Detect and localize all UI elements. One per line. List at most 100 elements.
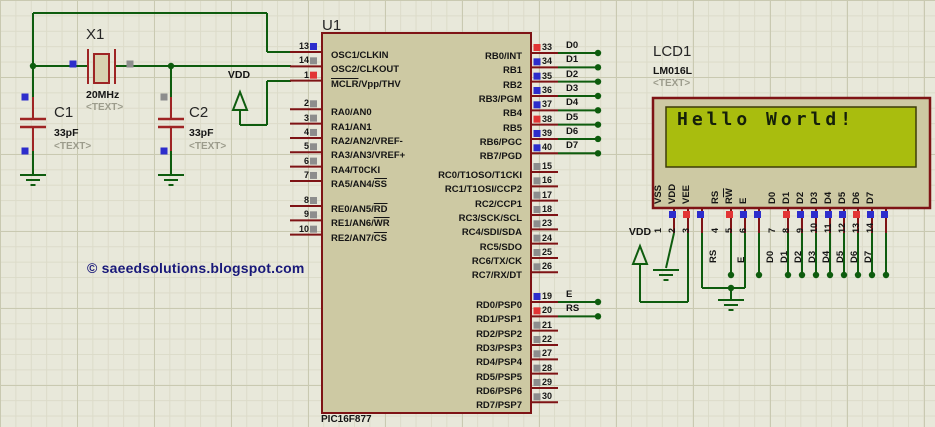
pin-label: D2 [795, 191, 806, 204]
net-label: D5 [566, 111, 579, 123]
mcu-body[interactable] [321, 32, 532, 414]
pin-number: 17 [542, 189, 553, 200]
crystal-value: 20MHz [86, 89, 120, 101]
pin-marker-square [310, 143, 317, 151]
pin-label: RB5 [502, 122, 522, 134]
pin-label: RB4 [502, 108, 522, 120]
pin-label: RS [710, 190, 721, 204]
vdd-arrow-icon[interactable] [631, 243, 649, 265]
junction-dot [840, 271, 848, 279]
pin-number: 16 [542, 175, 553, 186]
pin-number: 25 [542, 246, 553, 257]
pin-number: 30 [542, 391, 553, 402]
pin-label: D4 [823, 191, 834, 204]
pin-label: RC3/SCK/SCL [458, 212, 522, 224]
pin-marker-square [310, 43, 317, 50]
pin-number: 24 [542, 232, 553, 243]
pin-number: 12 [837, 222, 847, 233]
pin-marker-square [533, 335, 541, 343]
pin-number: 4 [303, 126, 309, 137]
pin-label: RB3/PGM [478, 93, 522, 105]
junction-dot [727, 271, 735, 279]
pin-label: RA0/AN0 [331, 107, 372, 119]
pin-number: 11 [823, 223, 833, 233]
pin-marker-square [69, 60, 77, 68]
pin-marker-square [726, 211, 733, 218]
pin-marker-square [867, 211, 874, 218]
pin-marker-square [881, 211, 888, 218]
junction-dot [594, 121, 602, 128]
pin-label: RB1 [502, 65, 522, 77]
pin-number: 13 [851, 222, 861, 233]
pin-marker-square [697, 211, 704, 218]
pin-marker-square [533, 72, 541, 80]
pin-number: 6 [738, 227, 748, 233]
pin-label: E [738, 197, 749, 204]
pin-marker-square [533, 393, 541, 401]
pin-number: 36 [542, 84, 553, 95]
ground-symbol[interactable] [20, 174, 46, 186]
net-label: D6 [566, 125, 579, 137]
vdd-arrow-icon[interactable] [231, 89, 249, 111]
lcd-display-text: Hello World! [677, 109, 856, 130]
pin-marker-square [533, 191, 541, 199]
pin-number: 22 [542, 333, 553, 344]
pin-number: 34 [542, 56, 553, 67]
pin-marker-square [533, 220, 541, 228]
pin-number: 14 [865, 222, 875, 233]
pin-number: 29 [542, 376, 553, 387]
pin-number: 15 [542, 161, 553, 171]
pin-marker-square [533, 86, 541, 94]
pin-label: D6 [851, 191, 862, 204]
pin-marker-square [811, 211, 818, 218]
pin-label: RC1/T1OSI/CCP2 [444, 184, 522, 196]
pin-number: 1 [653, 227, 663, 233]
pin-marker-square [797, 211, 804, 218]
net-label: D4 [566, 97, 579, 109]
crystal-body[interactable] [93, 53, 110, 84]
pin-label: RD7/PSP7 [476, 400, 522, 412]
lcd-screen [665, 106, 917, 168]
pin-label: RD3/PSP3 [476, 342, 522, 354]
net-label: D4 [821, 250, 832, 263]
pin-marker-square [310, 225, 317, 233]
vdd-label-lcd: VDD [628, 226, 652, 238]
net-label: D2 [793, 250, 804, 263]
junction-dot [594, 49, 602, 57]
pin-label: OSC1/CLKIN [331, 50, 389, 61]
junction-dot [784, 271, 792, 279]
crystal-text-placeholder: <TEXT> [86, 102, 124, 113]
pin-label: RD6/PSP6 [476, 385, 522, 397]
pin-number: 5 [724, 227, 734, 233]
pin-label: RC2/CCP1 [475, 198, 522, 210]
pin-marker-square [533, 205, 541, 213]
pin-marker-square [310, 197, 317, 204]
ground-symbol[interactable] [158, 174, 184, 186]
ground-symbol[interactable] [718, 299, 744, 311]
pin-marker-square [21, 147, 29, 155]
pin-marker-square [533, 307, 541, 315]
pin-marker-square [683, 211, 690, 218]
net-label: D1 [566, 54, 579, 66]
pin-marker-square [310, 211, 317, 219]
pin-label: RA4/T0CKI [331, 164, 381, 176]
net-label: D7 [566, 140, 579, 152]
junction-dot [868, 271, 876, 279]
junction-dot [594, 64, 602, 71]
pin-label: D0 [767, 191, 778, 204]
junction-dot [594, 78, 602, 85]
pin-label: D1 [781, 191, 792, 204]
net-label: D3 [807, 250, 818, 263]
junction-dot [594, 313, 602, 320]
net-label: D6 [849, 250, 860, 263]
ground-symbol[interactable] [653, 269, 679, 281]
pin-marker-square [669, 211, 676, 218]
pin-label: RD5/PSP5 [476, 371, 522, 383]
lcd-ref: LCD1 [653, 43, 692, 60]
mcu-part: PIC16F877 [321, 414, 372, 425]
mcu-ref: U1 [322, 17, 342, 34]
net-label: D0 [566, 40, 579, 51]
junction-dot [594, 92, 602, 100]
pin-number: 7 [303, 169, 309, 180]
pin-marker-square [21, 93, 29, 101]
